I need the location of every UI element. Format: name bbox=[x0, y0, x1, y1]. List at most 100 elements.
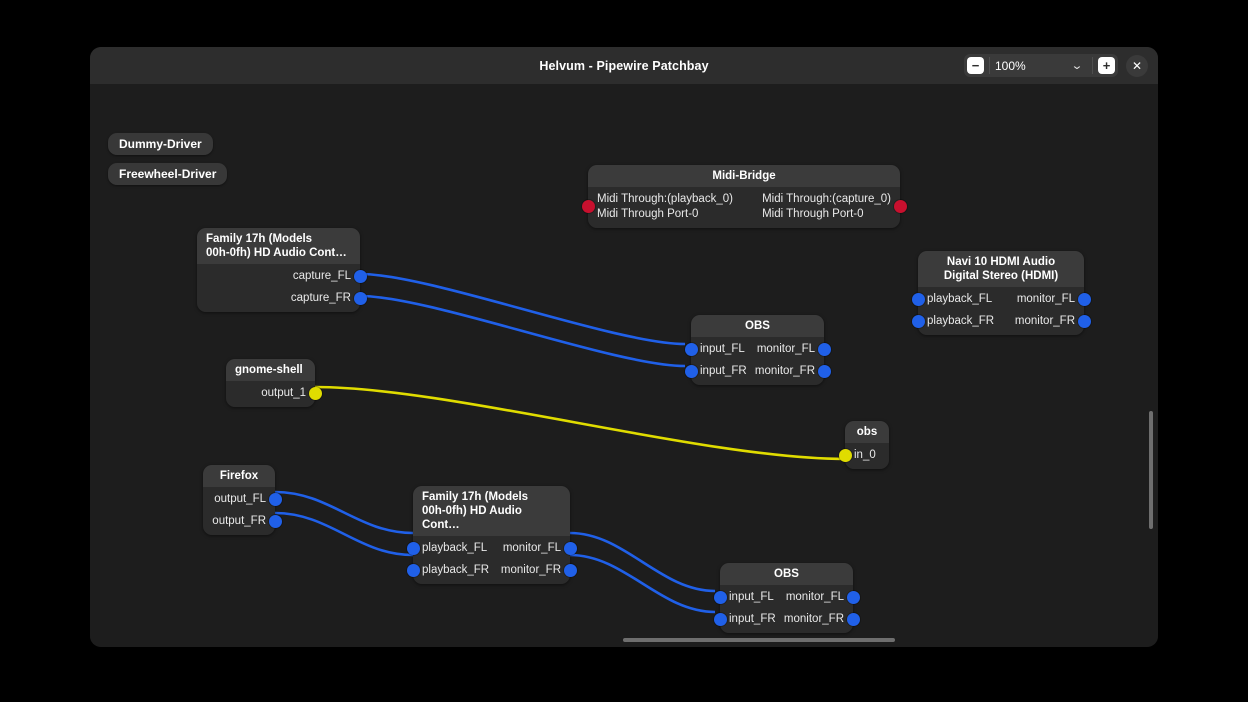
port-label-playback-fr: playback_FR bbox=[927, 315, 995, 327]
port-label-input-fr: input_FR bbox=[729, 613, 776, 625]
zoom-in-button[interactable]: + bbox=[1098, 57, 1115, 74]
port-label-playback-fr: playback_FR bbox=[422, 564, 490, 576]
port-row: input_FL monitor_FL bbox=[684, 340, 831, 359]
port-label-monitor-fr: monitor_FR bbox=[754, 365, 815, 377]
port-label-capture-fr: capture_FR bbox=[290, 292, 351, 304]
port-row: in_0 bbox=[838, 446, 889, 465]
port-label-monitor-fl: monitor_FL bbox=[502, 542, 561, 554]
zoom-divider bbox=[989, 57, 990, 74]
port-label-output-fl: output_FL bbox=[214, 493, 266, 505]
node-title: OBS bbox=[691, 315, 824, 337]
node-body: output_FL output_FR bbox=[203, 487, 282, 535]
zoom-value[interactable]: 100% bbox=[995, 58, 1026, 73]
node-body: output_1 bbox=[226, 381, 322, 407]
port-dot-midi-out[interactable] bbox=[893, 200, 907, 213]
port-row: input_FL monitor_FL bbox=[713, 588, 860, 607]
port-dot-playback-fr[interactable] bbox=[406, 564, 420, 577]
port-dot-midi-in[interactable] bbox=[581, 200, 595, 213]
node-body: capture_FL capture_FR bbox=[197, 264, 367, 312]
port-dot-monitor-fl[interactable] bbox=[846, 591, 860, 604]
node-title: obs bbox=[845, 421, 889, 443]
port-dot-monitor-fr[interactable] bbox=[563, 564, 577, 577]
port-dot-in-0[interactable] bbox=[838, 449, 852, 462]
port-label-monitor-fr: monitor_FR bbox=[1014, 315, 1075, 327]
node-gnome-shell[interactable]: gnome-shell output_1 bbox=[226, 359, 322, 407]
close-icon[interactable]: ✕ bbox=[1126, 54, 1148, 77]
port-label-monitor-fr: monitor_FR bbox=[783, 613, 844, 625]
port-label-in-0: in_0 bbox=[854, 449, 876, 461]
horizontal-scrollbar[interactable] bbox=[623, 638, 895, 642]
node-family17h-capture[interactable]: Family 17h (Models 00h-0fh) HD Audio Con… bbox=[197, 228, 367, 312]
node-title: Midi-Bridge bbox=[588, 165, 900, 187]
zoom-divider-2 bbox=[1092, 57, 1093, 74]
port-row: playback_FR monitor_FR bbox=[911, 312, 1091, 331]
node-body: playback_FL monitor_FL playback_FR monit… bbox=[911, 287, 1091, 335]
node-title: OBS bbox=[720, 563, 853, 585]
port-dot-output-fl[interactable] bbox=[268, 493, 282, 506]
node-body: input_FL monitor_FL input_FR monitor_FR bbox=[684, 337, 831, 385]
port-row: capture_FL bbox=[197, 267, 367, 286]
helvum-window: Helvum - Pipewire Patchbay − 100% ⌄ + ✕ bbox=[90, 47, 1158, 647]
node-midi-bridge[interactable]: Midi-Bridge Midi Through:(playback_0) Mi… bbox=[581, 165, 907, 228]
port-row: playback_FL monitor_FL bbox=[911, 290, 1091, 309]
port-row: output_FL bbox=[203, 490, 282, 509]
port-dot-monitor-fr[interactable] bbox=[817, 365, 831, 378]
port-row: capture_FR bbox=[197, 289, 367, 308]
port-dot-input-fr[interactable] bbox=[713, 613, 727, 626]
zoom-control: − 100% ⌄ + bbox=[964, 54, 1118, 77]
node-title: Family 17h (Models 00h-0fh) HD Audio Con… bbox=[413, 486, 570, 536]
node-obs-mini[interactable]: obs in_0 bbox=[838, 421, 889, 469]
node-obs-bottom[interactable]: OBS input_FL monitor_FL input_FR monitor… bbox=[713, 563, 860, 633]
port-dot-capture-fr[interactable] bbox=[353, 292, 367, 305]
port-dot-playback-fl[interactable] bbox=[406, 542, 420, 555]
port-dot-input-fr[interactable] bbox=[684, 365, 698, 378]
node-title: gnome-shell bbox=[226, 359, 315, 381]
port-dot-output-1[interactable] bbox=[308, 387, 322, 400]
port-label-monitor-fl: monitor_FL bbox=[756, 343, 815, 355]
port-label-input-fl: input_FL bbox=[729, 591, 774, 603]
port-label-output-fr: output_FR bbox=[212, 515, 266, 527]
port-row: output_1 bbox=[226, 384, 322, 403]
port-row: playback_FL monitor_FL bbox=[406, 539, 577, 558]
window-title: Helvum - Pipewire Patchbay bbox=[539, 58, 709, 73]
port-row: Midi Through:(playback_0) Midi Through P… bbox=[581, 190, 907, 224]
port-label-monitor-fr: monitor_FR bbox=[500, 564, 561, 576]
port-label-midi-in: Midi Through:(playback_0) Midi Through P… bbox=[597, 193, 733, 220]
chevron-down-icon[interactable]: ⌄ bbox=[1070, 60, 1084, 72]
port-dot-monitor-fl[interactable] bbox=[563, 542, 577, 555]
zoom-out-button[interactable]: − bbox=[967, 57, 984, 74]
node-family17h-playback[interactable]: Family 17h (Models 00h-0fh) HD Audio Con… bbox=[406, 486, 577, 584]
port-label-output-1: output_1 bbox=[261, 387, 306, 399]
patchbay-canvas[interactable]: Dummy-Driver Freewheel-Driver Midi-Bridg… bbox=[90, 84, 1158, 647]
port-dot-playback-fl[interactable] bbox=[911, 293, 925, 306]
node-body: input_FL monitor_FL input_FR monitor_FR bbox=[713, 585, 860, 633]
port-label-capture-fl: capture_FL bbox=[292, 270, 351, 282]
port-label-playback-fl: playback_FL bbox=[422, 542, 488, 554]
node-navi10-hdmi[interactable]: Navi 10 HDMI Audio Digital Stereo (HDMI)… bbox=[911, 251, 1091, 335]
port-dot-capture-fl[interactable] bbox=[353, 270, 367, 283]
port-dot-input-fl[interactable] bbox=[684, 343, 698, 356]
port-label-monitor-fl: monitor_FL bbox=[785, 591, 844, 603]
port-row: playback_FR monitor_FR bbox=[406, 561, 577, 580]
port-label-input-fl: input_FL bbox=[700, 343, 745, 355]
node-body: playback_FL monitor_FL playback_FR monit… bbox=[406, 536, 577, 584]
port-dot-playback-fr[interactable] bbox=[911, 315, 925, 328]
port-dot-monitor-fr[interactable] bbox=[1077, 315, 1091, 328]
title-bar-controls: − 100% ⌄ + ✕ bbox=[964, 47, 1148, 84]
driver-pill-freewheel[interactable]: Freewheel-Driver bbox=[108, 163, 228, 185]
port-dot-monitor-fl[interactable] bbox=[817, 343, 831, 356]
node-body: Midi Through:(playback_0) Midi Through P… bbox=[581, 187, 907, 228]
port-dot-input-fl[interactable] bbox=[713, 591, 727, 604]
port-dot-output-fr[interactable] bbox=[268, 515, 282, 528]
port-dot-monitor-fl[interactable] bbox=[1077, 293, 1091, 306]
vertical-scrollbar[interactable] bbox=[1149, 411, 1153, 529]
title-bar: Helvum - Pipewire Patchbay − 100% ⌄ + ✕ bbox=[90, 47, 1158, 85]
node-body: in_0 bbox=[838, 443, 889, 469]
port-label-monitor-fl: monitor_FL bbox=[1016, 293, 1075, 305]
port-dot-monitor-fr[interactable] bbox=[846, 613, 860, 626]
node-firefox[interactable]: Firefox output_FL output_FR bbox=[203, 465, 282, 535]
node-obs-top[interactable]: OBS input_FL monitor_FL input_FR monitor… bbox=[684, 315, 831, 385]
node-title: Family 17h (Models 00h-0fh) HD Audio Con… bbox=[197, 228, 360, 264]
driver-pill-dummy[interactable]: Dummy-Driver bbox=[108, 133, 213, 155]
